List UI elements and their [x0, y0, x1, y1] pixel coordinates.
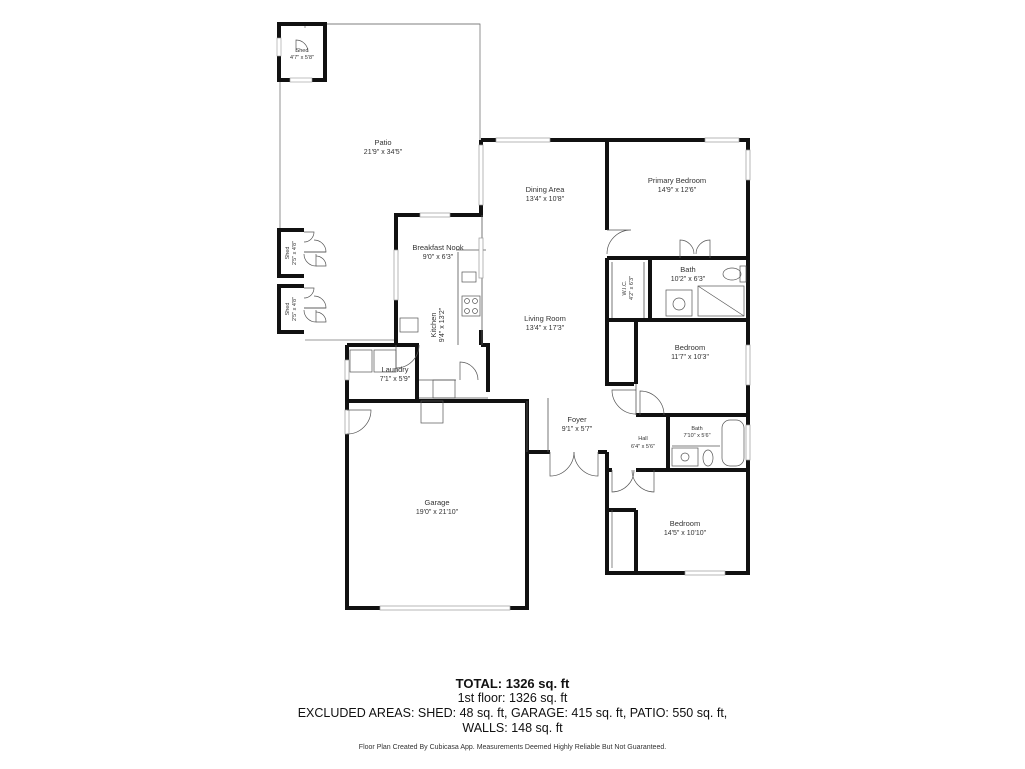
toilet-bath2 [702, 449, 714, 467]
dining-area-label: Dining Area [526, 185, 566, 194]
shed-mid-doors [303, 231, 327, 267]
shed-mid-dims: 2'5" x 4'8" [292, 241, 298, 265]
laundry-label: Laundry [381, 365, 408, 374]
bedroom-3-label: Bedroom [670, 519, 700, 528]
disclaimer: Floor Plan Created By Cubicasa App. Meas… [358, 744, 667, 751]
bath-2-dims: 7'10" x 5'6" [683, 433, 710, 439]
kitchen-label: Kitchen [429, 312, 438, 337]
breakfast-nook-dims: 9'0" x 6'3" [423, 254, 454, 261]
walls-area: WALLS: 148 sq. ft [462, 721, 563, 735]
bedroom-2-label: Bedroom [675, 343, 705, 352]
washer [349, 349, 373, 373]
fixtures [349, 265, 747, 467]
bath-primary-label: Bath [680, 265, 695, 274]
shed-top-door [295, 39, 309, 53]
dining-area-dims: 13'4" x 10'8" [526, 196, 565, 203]
dryer [373, 349, 397, 373]
shower-primary [697, 285, 745, 317]
living-room-dims: 13'4" x 17'3" [526, 325, 565, 332]
shed-low-dims: 2'5" x 4'8" [292, 297, 298, 321]
total-area: TOTAL: 1326 sq. ft [455, 676, 570, 691]
shed-top-window [289, 77, 313, 83]
shed-low-doors [303, 287, 327, 323]
shed-top-window-left [276, 37, 282, 57]
house-walls [345, 138, 750, 610]
room-labels: Shed 4'7" x 5'8" Patio 21'9" x 34'5" She… [285, 48, 711, 537]
shed-top-dims: 4'7" x 5'8" [290, 55, 314, 61]
patio-dims: 21'9" x 34'5" [364, 149, 403, 156]
stove [461, 295, 481, 317]
vanity-primary [665, 289, 693, 317]
toilet-primary [722, 267, 742, 281]
bedroom-3-dims: 14'5" x 10'10" [664, 530, 707, 537]
hall-label: Hall [638, 436, 647, 442]
excluded-areas: EXCLUDED AREAS: SHED: 48 sq. ft, GARAGE:… [297, 706, 728, 720]
kitchen-sink [399, 317, 419, 333]
door-swings [346, 229, 711, 568]
tub-bath2 [721, 419, 745, 467]
patio-label: Patio [374, 138, 391, 147]
wic-label: W.I.C. [622, 280, 628, 295]
patio-outline [279, 23, 481, 341]
shed-mid-walls [277, 228, 304, 278]
garage-dims: 19'0" x 21'10" [416, 509, 459, 516]
laundry-dims: 7'1" x 5'9" [380, 376, 411, 383]
hall-dims: 6'4" x 5'6" [631, 444, 655, 450]
breakfast-nook-label: Breakfast Nook [412, 243, 464, 252]
shed-low-label: Shed [285, 303, 291, 316]
primary-bedroom-dims: 14'9" x 12'6" [658, 187, 697, 194]
windows [344, 137, 751, 611]
vanity-bath2 [671, 447, 699, 467]
first-floor-area: 1st floor: 1326 sq. ft [457, 691, 568, 705]
wic-dims: 4'2" x 6'3" [629, 276, 635, 300]
shed-mid-label: Shed [285, 247, 291, 260]
foyer-label: Foyer [567, 415, 587, 424]
shed-top-label: Shed [296, 48, 309, 54]
bath-primary-dims: 10'2" x 6'3" [671, 276, 706, 283]
interior-lines [419, 215, 645, 452]
primary-bedroom-label: Primary Bedroom [648, 176, 706, 185]
garage-label: Garage [424, 498, 449, 507]
bedroom-2-dims: 11'7" x 10'3" [671, 354, 709, 361]
kitchen-dims: 9'4" x 13'2" [439, 307, 446, 342]
living-room-label: Living Room [524, 314, 566, 323]
foyer-dims: 9'1" x 5'7" [562, 426, 593, 433]
bath-2-label: Bath [691, 426, 702, 432]
shed-low-walls [277, 284, 304, 334]
